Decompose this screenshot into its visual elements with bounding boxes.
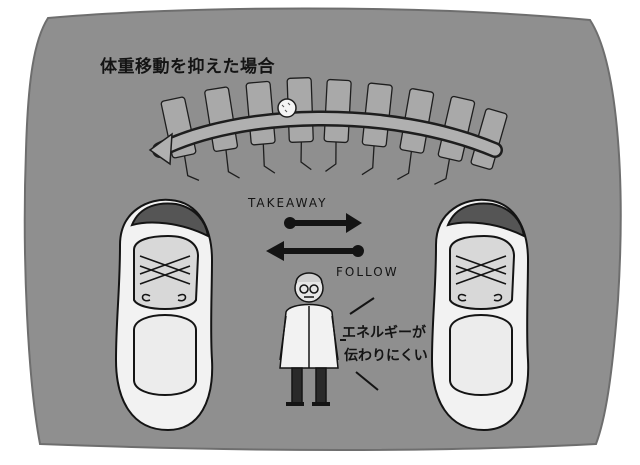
professor-figure bbox=[279, 272, 339, 406]
golf-ball bbox=[277, 98, 297, 118]
speech-line-1: エネルギーが bbox=[342, 325, 426, 341]
swing-arc-arrowhead bbox=[148, 132, 173, 166]
left-shoe bbox=[114, 198, 214, 432]
follow-arrow bbox=[266, 241, 364, 261]
emphasis-lines bbox=[340, 297, 379, 391]
illustration-title: 体重移動を抑えた場合 bbox=[100, 57, 275, 77]
right-shoe bbox=[430, 198, 530, 432]
follow-label: FOLLOW bbox=[336, 265, 399, 279]
takeaway-arrow bbox=[284, 213, 362, 233]
takeaway-label: TAKEAWAY bbox=[248, 196, 328, 210]
speech-line-2: 伝わりにくい bbox=[344, 348, 428, 364]
